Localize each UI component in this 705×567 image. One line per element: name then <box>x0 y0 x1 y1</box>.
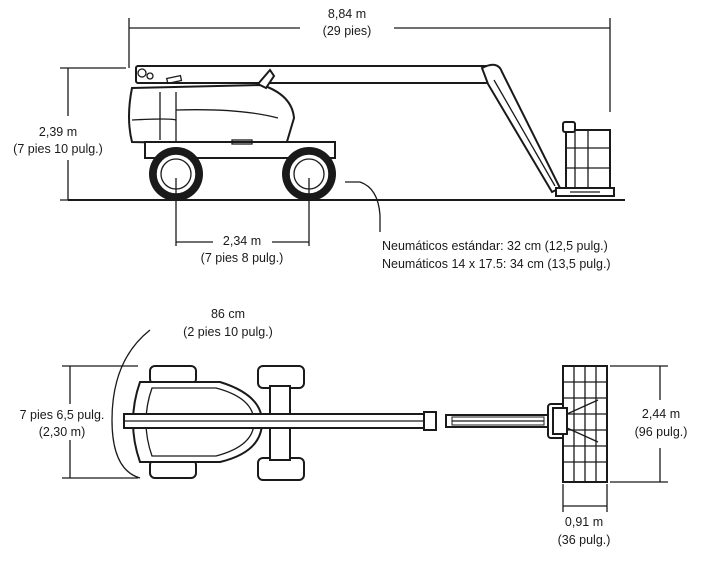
tailswing-value: 86 cm <box>211 307 245 321</box>
platform-side <box>555 121 615 197</box>
front-tire-top <box>257 365 305 389</box>
stowed-height-alt: (7 pies 10 pulg.) <box>13 142 103 156</box>
jib-boom <box>480 63 562 194</box>
overall-length-dimension: 8,84 m (29 pies) <box>128 7 611 112</box>
main-boom <box>135 65 489 84</box>
overall-length-value: 8,84 m <box>328 7 366 21</box>
platform-depth-value: 0,91 m <box>565 515 603 529</box>
overall-width-dimension: 7 pies 6,5 pulg. (2,30 m) <box>20 365 138 479</box>
tailswing-callout: 86 cm (2 pies 10 pulg.) <box>111 307 273 479</box>
platform-width-dimension: 2,44 m (96 pulg.) <box>610 365 688 483</box>
platform-width-alt: (96 pulg.) <box>635 425 688 439</box>
front-wheel <box>282 147 336 201</box>
overall-width-alt: (2,30 m) <box>39 425 86 439</box>
ground-clearance-callout: Neumáticos estándar: 32 cm (12,5 pulg.) … <box>345 181 611 271</box>
platform-depth-dimension: 0,91 m (36 pulg.) <box>558 484 611 547</box>
wheelbase-dimension: 2,34 m (7 pies 8 pulg.) <box>175 178 310 265</box>
ground-clearance-optional: Neumáticos 14 x 17.5: 34 cm (13,5 pulg.) <box>382 257 611 271</box>
overall-length-alt: (29 pies) <box>323 24 372 38</box>
tailswing-alt: (2 pies 10 pulg.) <box>183 325 273 339</box>
ground-clearance-standard: Neumáticos estándar: 32 cm (12,5 pulg.) <box>382 239 608 253</box>
stowed-height-dimension: 2,39 m (7 pies 10 pulg.) <box>13 67 126 201</box>
turret <box>128 83 296 147</box>
side-view: 8,84 m (29 pies) 2,39 m (7 pies 10 pulg.… <box>13 7 625 271</box>
platform-width-value: 2,44 m <box>642 407 680 421</box>
top-view: 86 cm (2 pies 10 pulg.) 7 pies 6,5 pulg.… <box>20 307 688 547</box>
wheelbase-alt: (7 pies 8 pulg.) <box>201 251 284 265</box>
overall-width-value: 7 pies 6,5 pulg. <box>20 408 105 422</box>
platform-top <box>552 365 608 483</box>
machine-top <box>123 365 608 483</box>
stowed-height-value: 2,39 m <box>39 125 77 139</box>
wheelbase-value: 2,34 m <box>223 234 261 248</box>
rear-wheel <box>149 147 203 201</box>
platform-depth-alt: (36 pulg.) <box>558 533 611 547</box>
machine-side <box>128 63 615 201</box>
